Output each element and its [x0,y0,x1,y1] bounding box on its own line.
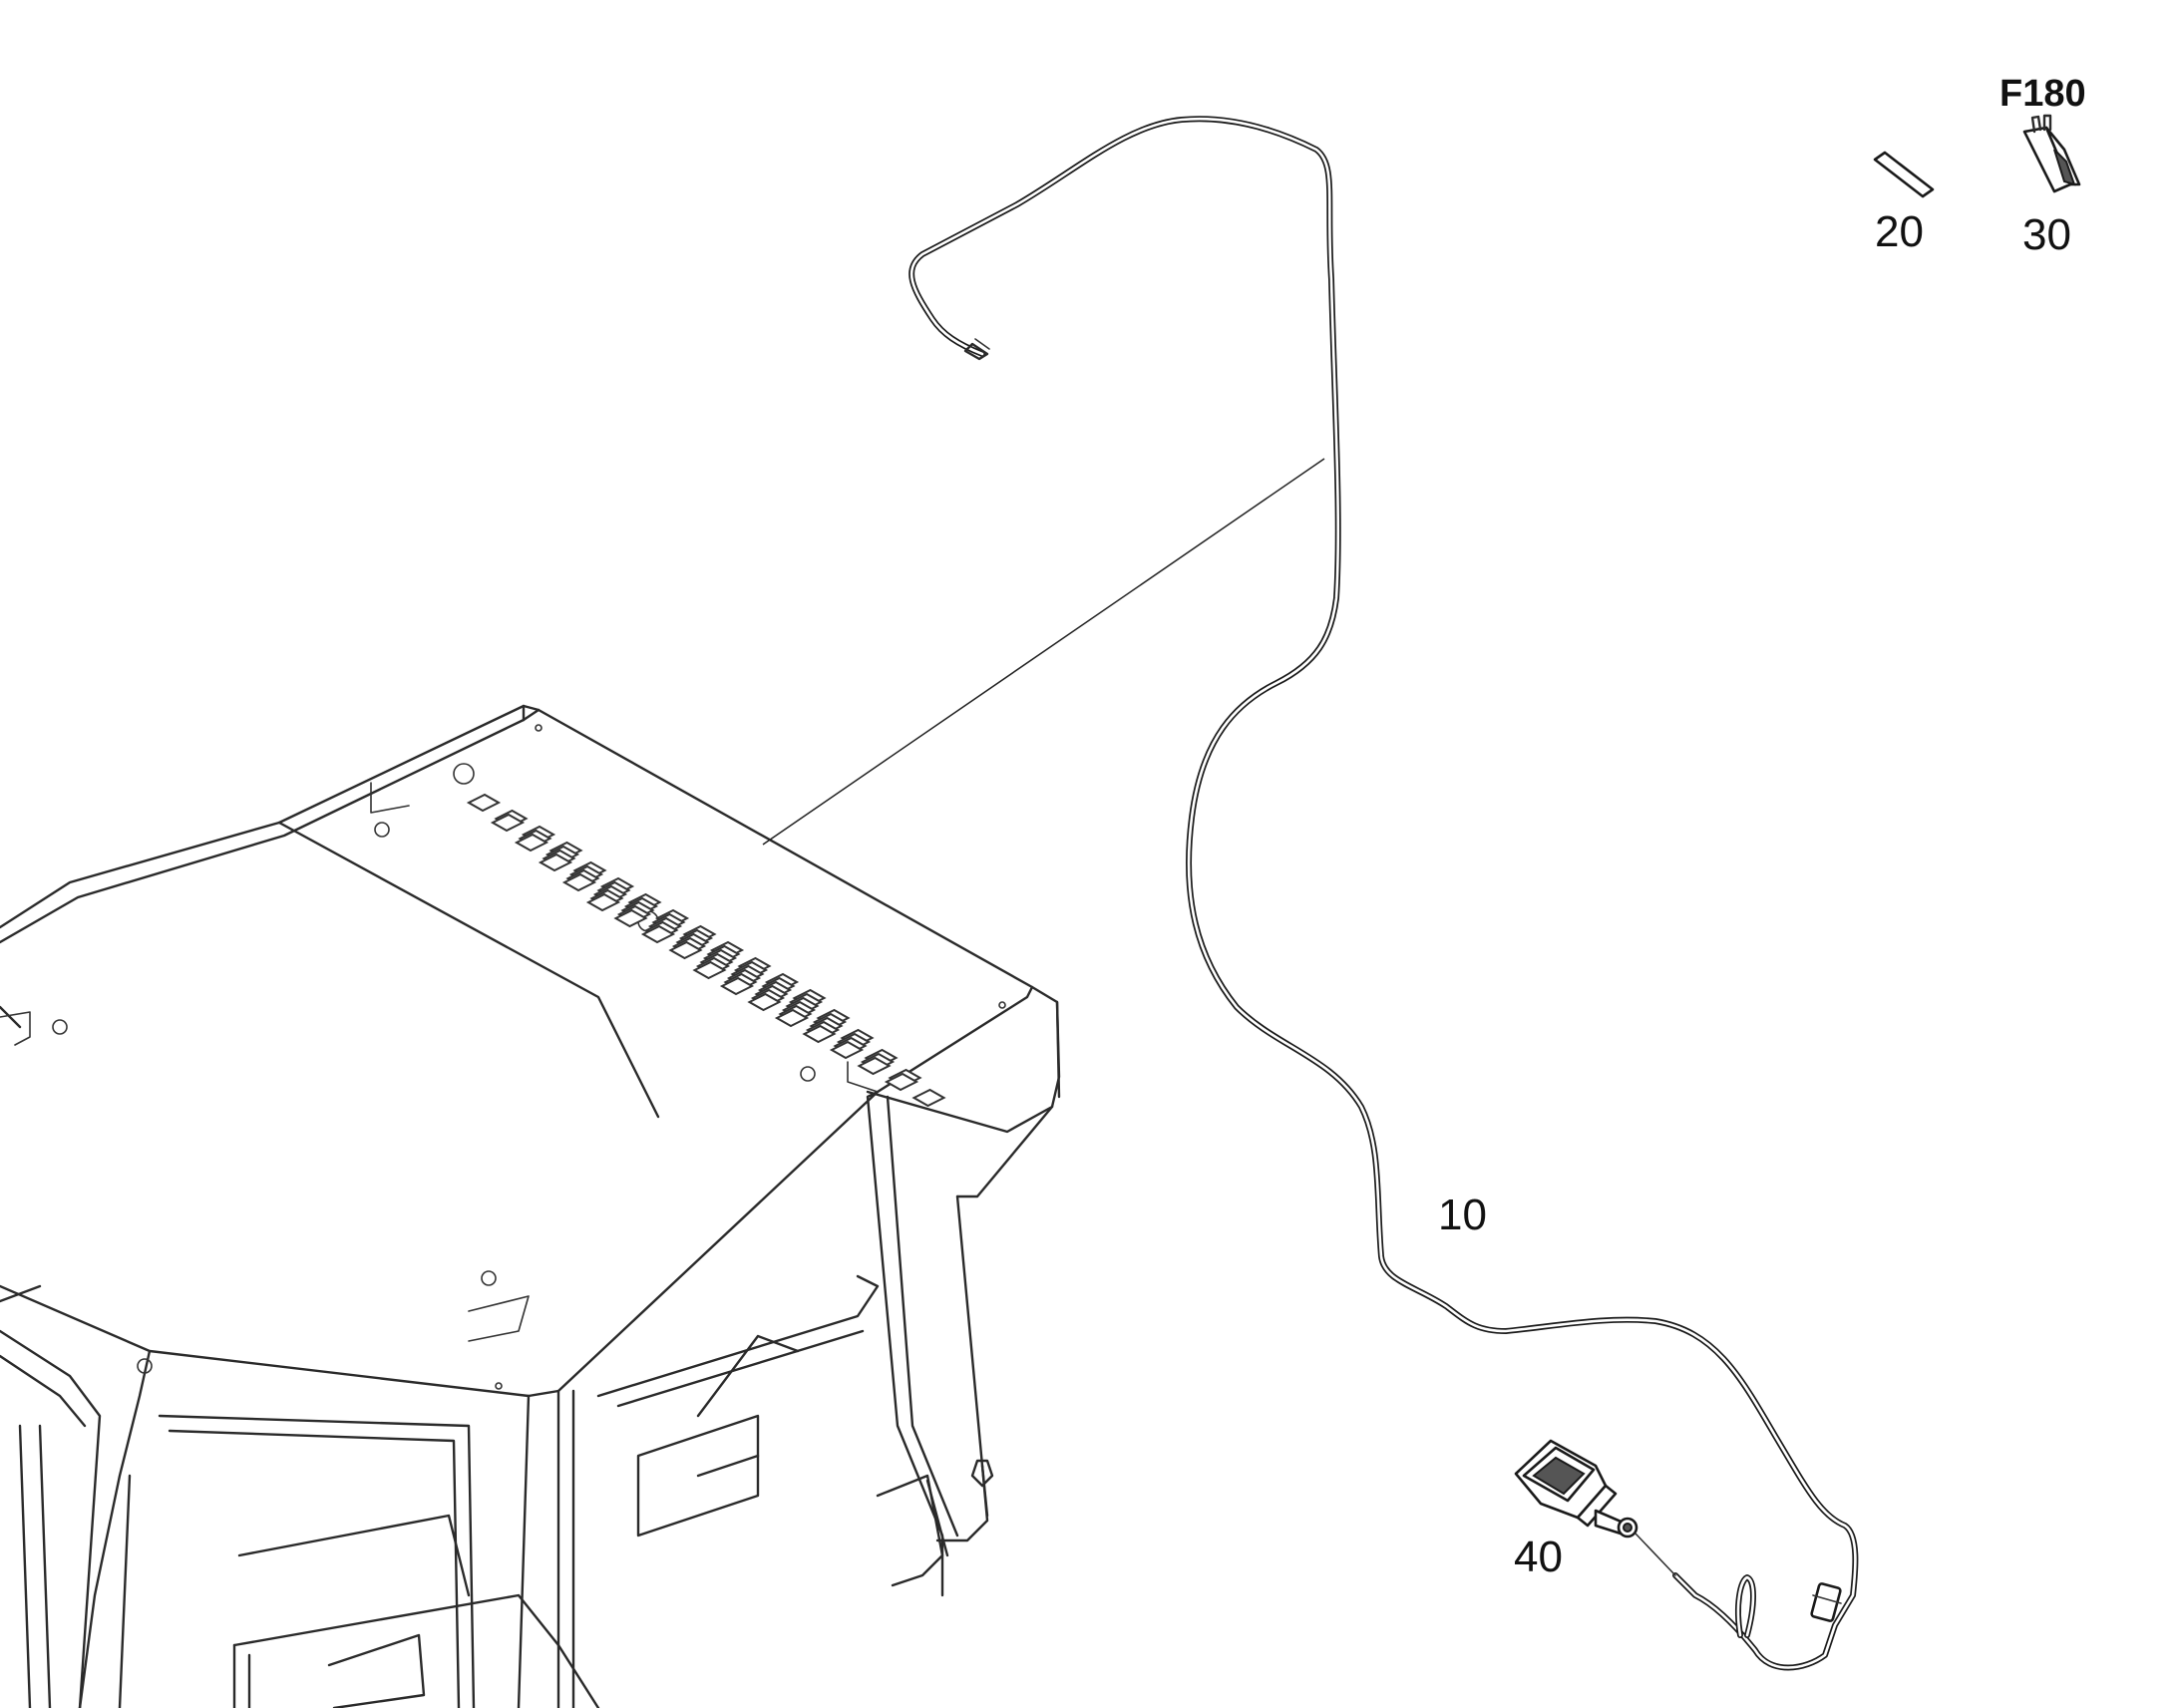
vent-slot [613,908,648,928]
vent-slot [829,1040,865,1060]
vent-slot [668,940,703,960]
vent-slot [747,992,782,1012]
vent-slot [802,1024,837,1044]
callout-20: 20 [1875,207,1924,256]
vent-slot [640,924,676,944]
vent-slot [490,813,526,833]
fuse-designation-label: F180 [1999,73,2086,115]
vent-slot [774,1008,810,1028]
seat-belt-buckle [1514,1439,1676,1576]
vent-slot [692,960,727,980]
vent-slot [585,892,621,912]
vent-slot [884,1072,919,1092]
callout-30: 30 [2022,210,2071,259]
label-strip [1873,151,1935,198]
vent-slot [857,1056,892,1076]
roof-vent-grid [466,793,946,1108]
vent-slot [466,793,502,813]
leader-line [762,458,1325,846]
vent-slot [719,976,755,996]
vent-slot [538,853,573,872]
cable-harness [908,116,1859,1671]
vent-slot [561,872,597,892]
fuse [2022,114,2081,193]
cab-structure [0,704,1061,1708]
vent-slot [911,1088,946,1108]
callout-40: 40 [1514,1533,1563,1581]
callout-10: 10 [1438,1191,1487,1239]
vent-slot [514,833,549,853]
